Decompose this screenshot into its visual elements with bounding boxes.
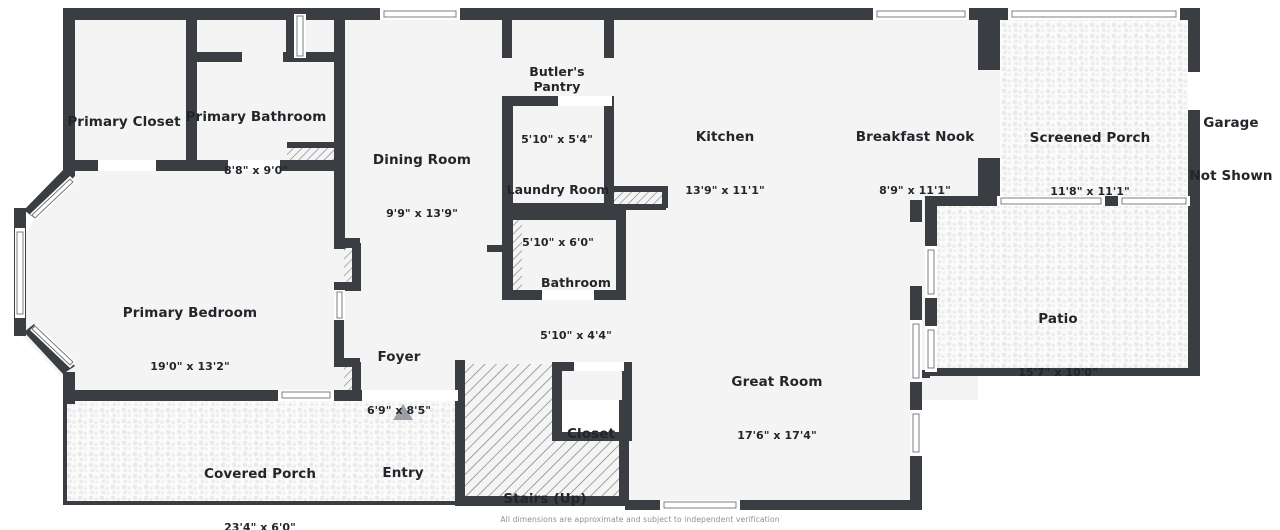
wall-pantry-left	[502, 14, 512, 58]
window-bay-left	[15, 228, 25, 318]
wall-foyer-left-upper	[334, 238, 360, 248]
wall-stairs-right	[619, 400, 629, 504]
disclaimer-text: All dimensions are approximate and subje…	[500, 515, 780, 524]
wall-foyer-niche-right	[352, 243, 361, 291]
outdoor-areas	[63, 14, 1200, 505]
wall-dining-right	[334, 171, 345, 249]
window-porch-bottom-right	[1118, 196, 1190, 206]
wall-closet-left	[552, 362, 562, 440]
door-foyer-left	[334, 290, 345, 320]
wall-bath-vanity	[194, 52, 242, 62]
window-greatroom-bottom	[660, 500, 740, 510]
bay-window-fill	[16, 170, 63, 378]
wall-stairs-bottom	[455, 496, 627, 506]
wall-foyer-left-low	[334, 358, 360, 367]
wall-closet-bottom	[552, 432, 632, 441]
wall-bathroom-top	[502, 210, 626, 220]
wall-right-nook-top	[978, 14, 990, 70]
wall-bottom-greatroom	[625, 500, 922, 510]
window-top-screened-porch	[1008, 8, 1180, 20]
great-room-fill	[627, 396, 922, 508]
window-bay-upper-angle	[30, 176, 76, 220]
window-greatroom-upper	[910, 320, 922, 382]
wall-bottom-patio	[925, 368, 1200, 376]
wall-foyer-niche-right-2	[352, 362, 361, 396]
wall-bottom-porch-edge	[63, 501, 462, 505]
wall-foyer-left-mid	[334, 282, 360, 291]
stairs-hatch	[460, 364, 625, 504]
wall-right-patio	[1188, 196, 1200, 374]
window-porch-bottom-left	[997, 196, 1105, 206]
wall-porch-left-lower	[990, 156, 1000, 204]
window-patio-left-upper	[925, 246, 937, 298]
wall-top-exterior	[63, 8, 1000, 20]
wall-bath-wc-stub	[286, 14, 294, 58]
window-greatroom-lower	[910, 410, 922, 456]
window-bay-lower-angle	[30, 324, 76, 368]
cabinet-hatch-bath	[287, 147, 334, 163]
entry-arrow-icon	[393, 404, 413, 420]
wall-right-screenporch-2	[1188, 108, 1200, 202]
door-laundry	[558, 96, 612, 106]
wall-bath-right	[334, 14, 345, 174]
opening-porch-garage	[1188, 72, 1200, 110]
wall-right-greatroom-c	[910, 452, 922, 508]
wall-counter-frame-bottom	[610, 204, 666, 210]
patio-floor	[925, 202, 1200, 374]
wall-bathroom-right	[616, 210, 626, 300]
wall-left-exterior-upper	[63, 8, 75, 176]
door-bathroom	[542, 290, 594, 300]
wall-porch-left-upper	[990, 14, 1000, 70]
wall-right-greatroom-d	[910, 200, 922, 222]
wall-cabinet-frame-top	[287, 142, 335, 148]
wall-bathroom-left	[502, 210, 513, 300]
wall-laundry-right	[604, 96, 614, 208]
door-closet	[574, 362, 624, 371]
window-patio-left-lower	[925, 326, 937, 372]
wall-right-screenporch	[1188, 8, 1200, 76]
window-top-breakfast	[873, 8, 969, 20]
wall-bath-wc	[283, 52, 335, 62]
counter-hatch-laundry	[610, 190, 668, 206]
wall-laundry-bottom	[502, 203, 614, 214]
wall-laundry-left	[502, 96, 513, 214]
wall-left-stairs	[455, 360, 465, 505]
door-bath-bedroom	[228, 160, 280, 171]
wall-bathroom-door-stub	[487, 245, 511, 252]
wall-closet-bath-divider	[186, 14, 197, 162]
wall-bay-upper-angle	[24, 170, 75, 218]
wall-bedroom-top	[63, 160, 337, 171]
opening-nook-porch	[978, 70, 1000, 158]
wall-bottom-main-left	[63, 390, 463, 401]
wall-foyer-left-bottom	[334, 318, 344, 362]
wall-right-greatroom-a	[910, 286, 922, 324]
walls	[14, 8, 1200, 510]
wall-left-patio	[925, 196, 937, 250]
wall-right-nook-bottom	[978, 156, 990, 204]
window-bedroom-bottom	[278, 390, 334, 401]
wall-closet-right	[622, 362, 632, 440]
wall-counter-frame-right	[662, 186, 668, 208]
wall-right-greatroom-b	[910, 380, 922, 414]
window-top-dining	[380, 8, 460, 20]
door-primary-bath	[294, 14, 306, 58]
wall-left-patio-2	[925, 296, 937, 330]
door-closet-bedroom	[98, 160, 156, 171]
screened-porch-floor	[997, 14, 1200, 202]
door-front-entry	[362, 390, 458, 401]
wall-counter-frame	[610, 186, 668, 192]
wall-pantry-right	[604, 14, 614, 58]
wall-bay-lower-angle	[24, 324, 75, 374]
openings	[15, 8, 1200, 510]
wall-bottom-covered-porch	[63, 400, 67, 505]
